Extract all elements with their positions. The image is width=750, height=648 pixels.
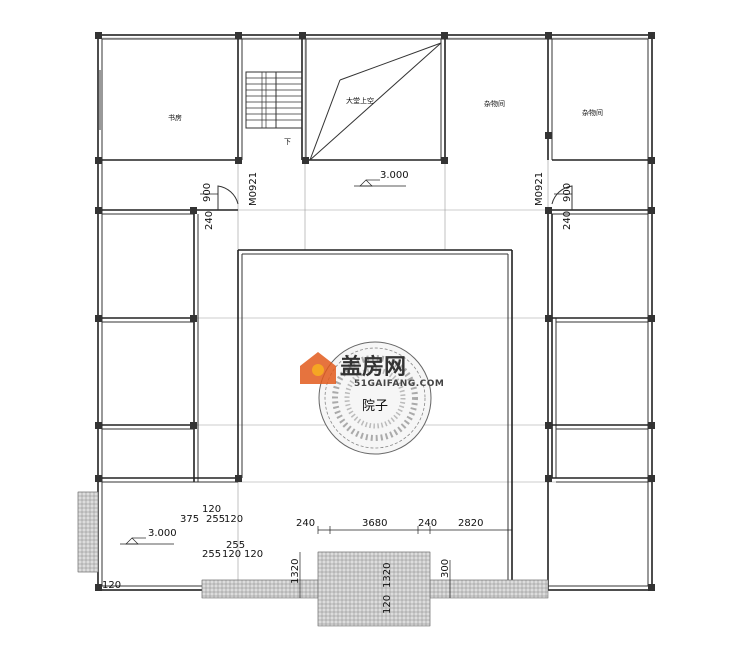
dim-255-b: 255 — [226, 540, 245, 551]
dim-door-right: 900 — [562, 183, 573, 202]
dim-1320-b: 1320 — [382, 563, 393, 588]
watermark-text-en: 51GAIFANG.COM — [354, 379, 444, 389]
structural-columns — [95, 32, 655, 591]
dim-chain-0: 240 — [296, 518, 315, 529]
dim-120-step: 120 — [382, 595, 393, 614]
room-label-courtyard: 院子 — [362, 399, 388, 414]
door-tag-left: M0921 — [248, 172, 259, 206]
elevation-symbol-lower — [120, 537, 174, 545]
dim-120-c: 120 — [222, 549, 241, 560]
dim-corner-120: 120 — [102, 580, 121, 591]
dim-255-c: 255 — [202, 549, 221, 560]
paving — [77, 491, 549, 627]
door-tag-right: M0921 — [534, 172, 545, 206]
watermark-seal — [318, 341, 432, 455]
room-label-storage-1: 杂物间 — [484, 99, 505, 108]
stair-down-label: 下 — [284, 138, 291, 146]
dim-door-left: 900 — [202, 183, 213, 202]
dim-chain-3: 2820 — [458, 518, 483, 529]
elevation-upper: 3.000 — [380, 170, 409, 181]
dim-wall-left: 240 — [204, 211, 215, 230]
dim-120-d: 120 — [244, 549, 263, 560]
watermark-text-cn: 盖房网 — [340, 354, 406, 380]
dim-1320: 1320 — [290, 559, 301, 584]
elevation-symbol-upper — [354, 179, 406, 187]
dim-255-a: 255 — [206, 514, 225, 525]
dimension-lines — [200, 193, 572, 598]
staircase — [245, 71, 303, 129]
side-wing-walls — [98, 209, 652, 590]
door-swings — [217, 185, 573, 210]
room-label-storage-2: 杂物间 — [582, 108, 603, 117]
dim-300: 300 — [440, 559, 451, 578]
dim-wall-right: 240 — [562, 211, 573, 230]
dim-chain-2: 240 — [418, 518, 437, 529]
top-room-walls — [98, 35, 652, 161]
room-label-void: 大堂上空 — [346, 96, 374, 105]
dim-chain-1: 3680 — [362, 518, 387, 529]
elevation-lower: 3.000 — [148, 528, 177, 539]
dim-375: 375 — [180, 514, 199, 525]
paving-hatch — [77, 491, 548, 626]
room-label-study: 书房 — [168, 113, 182, 122]
labels: 书房 大堂上空 杂物间 杂物间 院子 下 3.000 3.000 M0921 M… — [102, 96, 603, 614]
dim-120-a: 120 — [202, 504, 221, 515]
watermark-logo — [300, 352, 336, 384]
dim-120-b: 120 — [224, 514, 243, 525]
